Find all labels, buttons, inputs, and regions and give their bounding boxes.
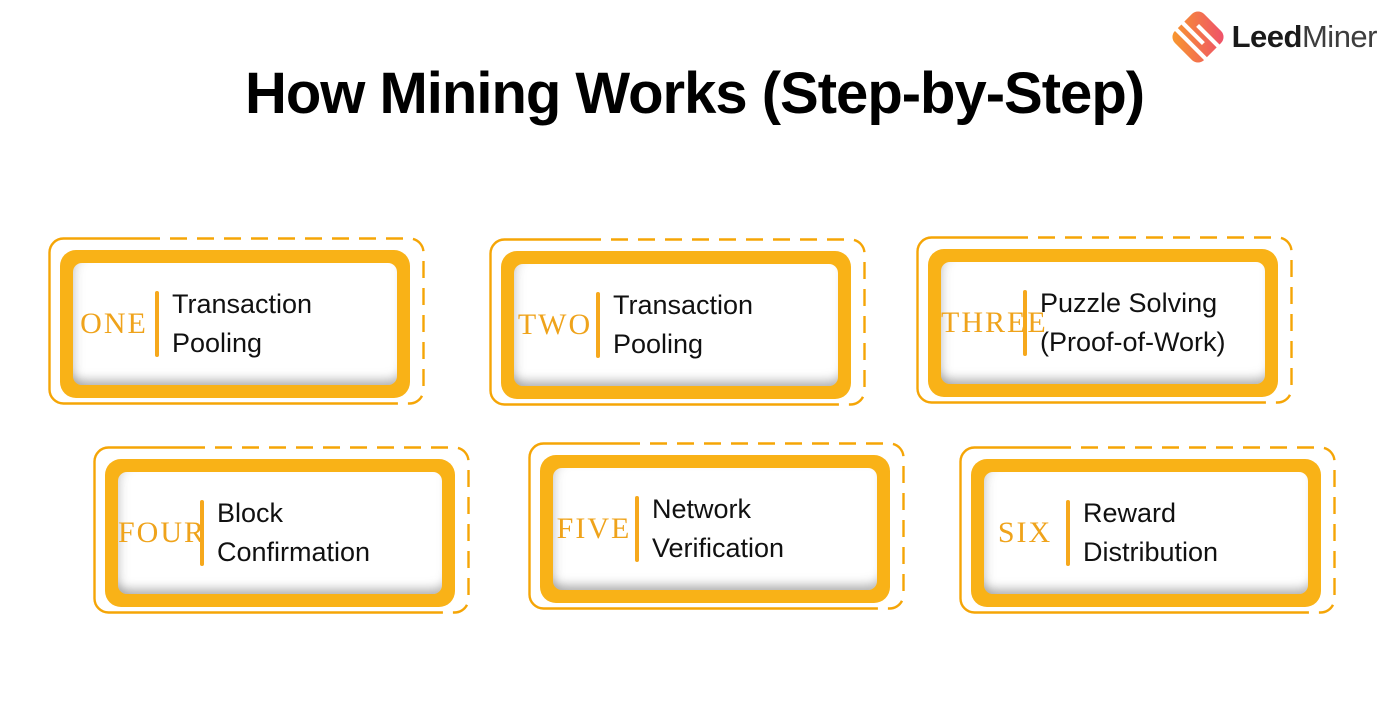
- card-inner: TWO Transaction Pooling: [514, 264, 838, 386]
- step-divider: [200, 500, 204, 566]
- step-number: FOUR: [118, 516, 207, 549]
- step-label: Transaction Pooling: [172, 288, 313, 358]
- step-card-six: SIX Reward Distribution: [959, 446, 1336, 614]
- card-frame: FOUR Block Confirmation: [105, 459, 455, 607]
- step-card-one: ONE Transaction Pooling: [48, 237, 425, 405]
- card-inner: THREE Puzzle Solving (Proof-of-Work): [941, 262, 1265, 384]
- logo-icon: [1172, 11, 1224, 63]
- card-frame: TWO Transaction Pooling: [501, 251, 851, 399]
- card-inner: SIX Reward Distribution: [984, 472, 1308, 594]
- step-label: Puzzle Solving (Proof-of-Work): [1040, 287, 1226, 357]
- card-frame: THREE Puzzle Solving (Proof-of-Work): [928, 249, 1278, 397]
- step-divider: [635, 496, 639, 562]
- step-divider: [155, 291, 159, 357]
- step-label: Transaction Pooling: [613, 289, 754, 359]
- brand-name-light: Miner: [1301, 19, 1378, 54]
- step-label: Network Verification: [652, 493, 785, 563]
- brand-logo: LeedMiner: [1169, 8, 1378, 66]
- step-number: ONE: [80, 307, 148, 340]
- card-inner: FIVE Network Verification: [553, 468, 877, 590]
- step-card-five: FIVE Network Verification: [528, 442, 905, 610]
- step-number: FIVE: [556, 512, 632, 545]
- step-divider: [596, 292, 600, 358]
- card-frame: ONE Transaction Pooling: [60, 250, 410, 398]
- card-frame: SIX Reward Distribution: [971, 459, 1321, 607]
- page-title: How Mining Works (Step-by-Step): [244, 61, 1145, 126]
- step-divider: [1023, 290, 1027, 356]
- step-divider: [1066, 500, 1070, 566]
- brand-name-bold: Leed: [1231, 19, 1303, 54]
- step-number: TWO: [517, 308, 593, 341]
- card-inner: ONE Transaction Pooling: [73, 263, 397, 385]
- card-inner: FOUR Block Confirmation: [118, 472, 442, 594]
- step-number: SIX: [997, 516, 1053, 549]
- step-number: THREE: [941, 306, 1048, 339]
- brand-name: LeedMiner: [1231, 19, 1378, 55]
- card-frame: FIVE Network Verification: [540, 455, 890, 603]
- step-label: Reward Distribution: [1083, 497, 1219, 567]
- step-card-four: FOUR Block Confirmation: [93, 446, 470, 614]
- step-card-three: THREE Puzzle Solving (Proof-of-Work): [916, 236, 1293, 404]
- step-card-two: TWO Transaction Pooling: [489, 238, 866, 406]
- step-label: Block Confirmation: [217, 497, 371, 567]
